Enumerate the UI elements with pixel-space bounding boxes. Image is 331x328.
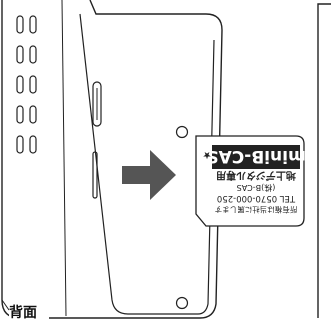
vent-slot	[29, 75, 37, 94]
inner-panel-line	[61, 0, 67, 317]
card-text-line: TEL 0570-000-250	[217, 193, 296, 203]
card-star: ★	[202, 149, 211, 160]
screw-hole-bottom	[175, 296, 189, 310]
card-subtitle: 地上デジタル専用	[216, 169, 296, 182]
vent-slot	[29, 105, 37, 124]
device-outer-frame	[1, 0, 223, 319]
vent-slots	[16, 15, 37, 154]
card-logo-banner	[212, 145, 300, 169]
vent-slot	[16, 75, 24, 94]
vent-slot	[16, 45, 24, 64]
card-slot-lower	[92, 151, 98, 199]
side-label: 背面	[9, 304, 49, 322]
vent-slot	[29, 45, 37, 64]
right-arrow-icon	[122, 150, 176, 200]
vent-slot	[16, 135, 24, 154]
battery-cover-panel	[79, 13, 215, 315]
card-text-line: 所有権は当社に属します	[215, 205, 298, 215]
callout-leader-line	[1, 299, 10, 311]
vent-slot	[29, 135, 37, 154]
screw-hole-top	[175, 125, 189, 139]
card-rotated-content: miniB-CAS ★ 地上デジタル専用 (株)B-CAS TEL 0570-0…	[202, 145, 306, 215]
card-text-line: (株)B-CAS	[237, 183, 276, 193]
right-frame-edge	[317, 3, 331, 318]
card-logo: miniB-CAS	[206, 146, 305, 166]
vent-slot	[16, 105, 24, 124]
card-slot-upper	[92, 81, 102, 127]
vent-slot	[29, 15, 37, 34]
vent-slot	[16, 15, 24, 34]
